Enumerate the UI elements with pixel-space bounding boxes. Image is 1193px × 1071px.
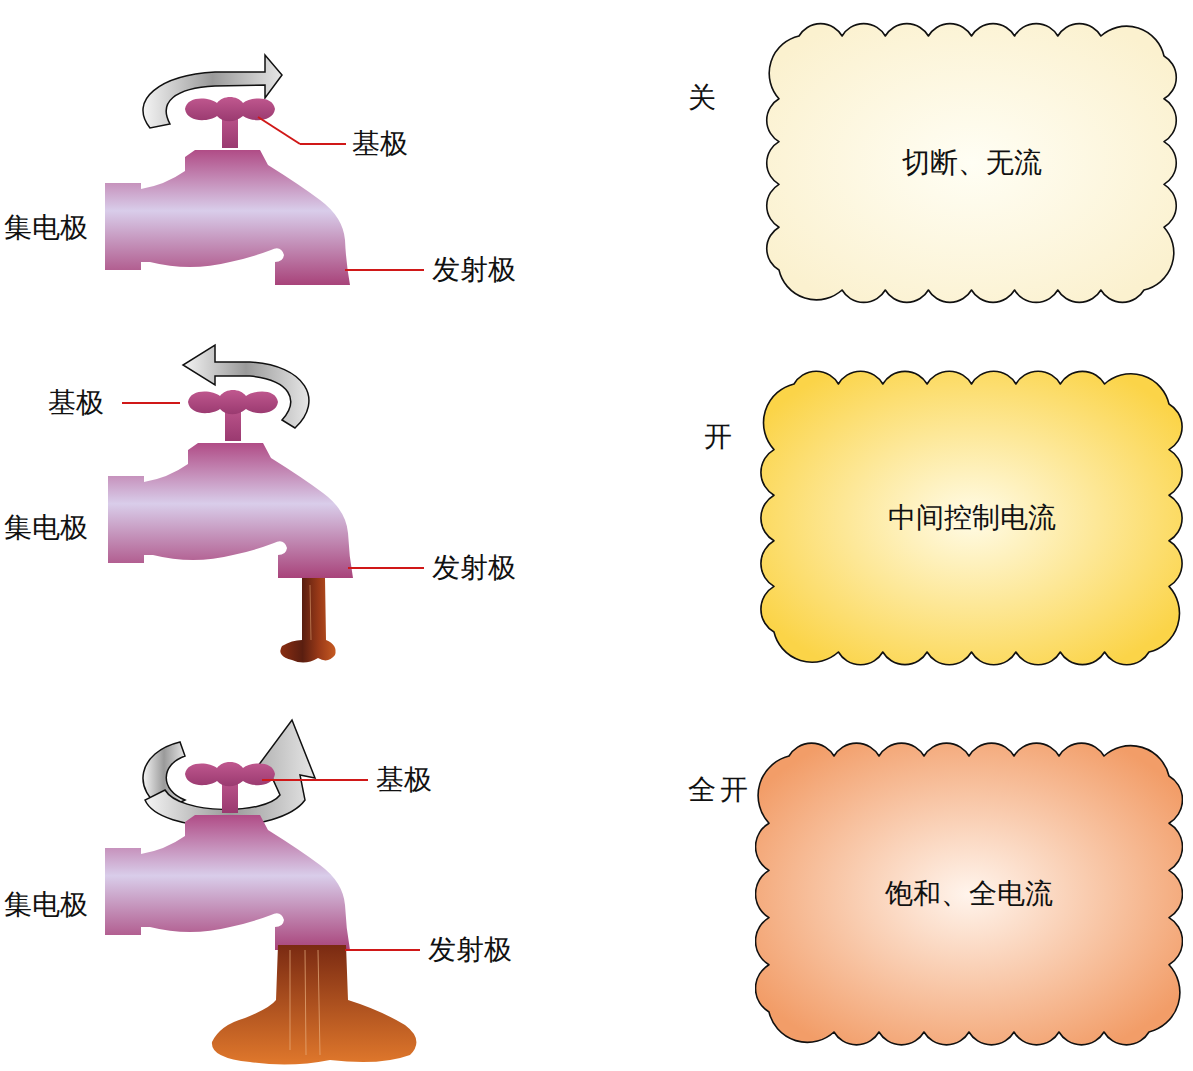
leader-line: [258, 117, 300, 144]
leader-line: [262, 779, 368, 781]
terminal-label: 集电极: [4, 512, 88, 544]
leader-line: [348, 567, 424, 569]
leader-line: [122, 402, 180, 404]
leader-line: [300, 143, 346, 145]
cloud-box: 全开饱和、全电流: [755, 742, 1183, 1046]
leader-line: [345, 269, 424, 271]
state-heading: 关: [688, 82, 720, 114]
terminal-label: 集电极: [4, 212, 88, 244]
water-stream: [212, 945, 417, 1065]
terminal-label: 集电极: [4, 889, 88, 921]
faucet: [108, 345, 353, 663]
faucet: [105, 55, 350, 285]
state-heading: 开: [704, 421, 736, 453]
water-stream: [280, 578, 335, 663]
terminal-label: 基极: [352, 128, 408, 160]
faucet: [105, 720, 416, 1065]
rotation-arrow: [183, 345, 309, 428]
state-text: 中间控制电流: [888, 502, 1056, 534]
terminal-label: 发射极: [428, 934, 512, 966]
terminal-label: 基极: [376, 764, 432, 796]
cloud-box: 关切断、无流: [765, 22, 1178, 304]
terminal-label: 发射极: [432, 552, 516, 584]
leader-line: [345, 949, 420, 951]
cloud-box: 开中间控制电流: [760, 370, 1183, 666]
terminal-label: 发射极: [432, 254, 516, 286]
state-text: 切断、无流: [902, 147, 1042, 179]
state-text: 饱和、全电流: [885, 878, 1053, 910]
state-heading: 全开: [688, 774, 752, 806]
terminal-label: 基极: [48, 387, 104, 419]
